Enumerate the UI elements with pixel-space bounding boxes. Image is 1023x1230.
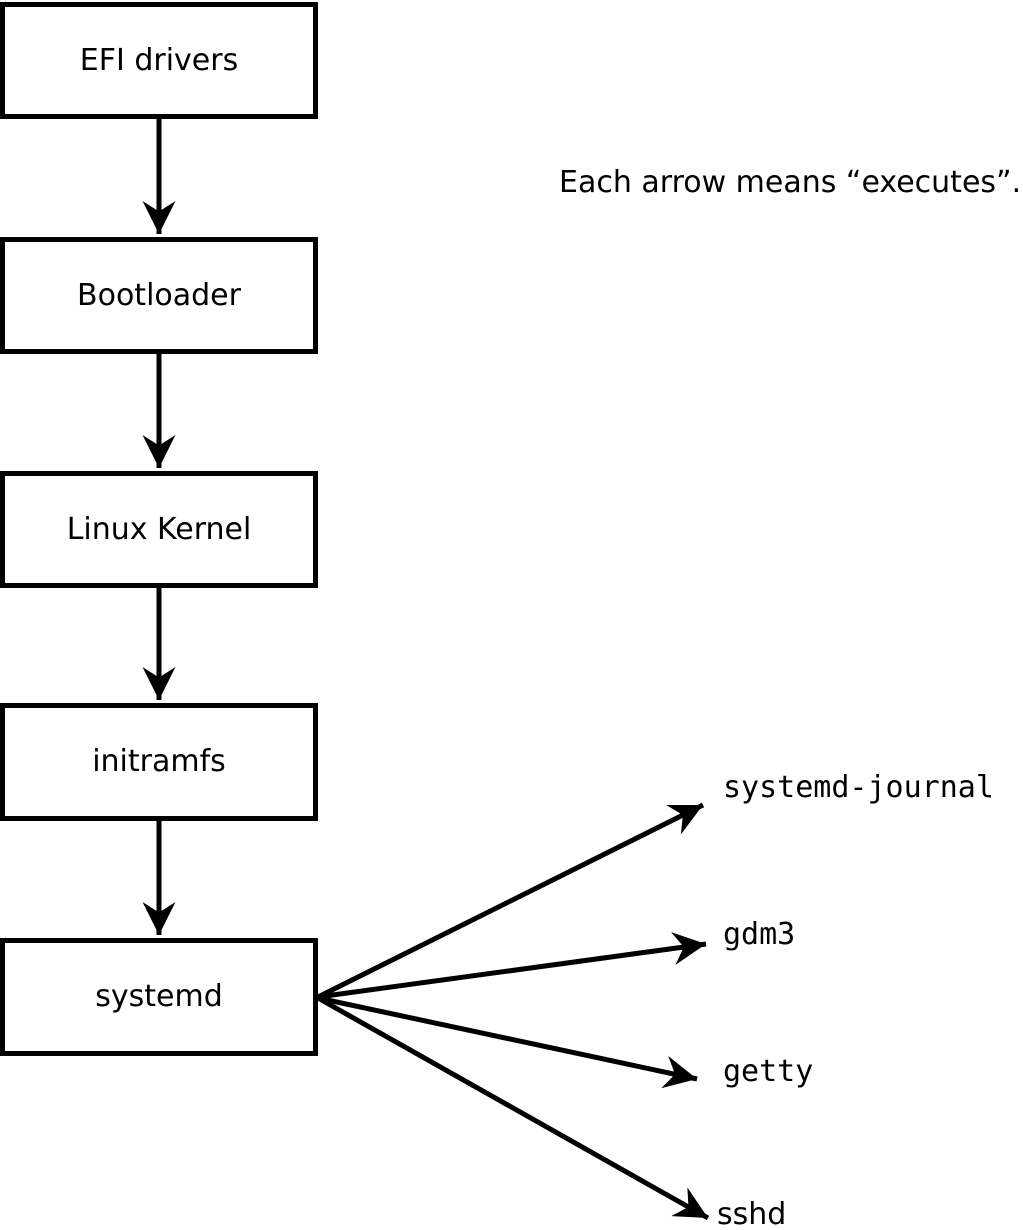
- node-systemd-label: systemd: [95, 979, 223, 1014]
- node-bootloader-label: Bootloader: [77, 277, 241, 313]
- node-linux-kernel: Linux Kernel: [0, 471, 318, 588]
- label-getty: getty: [723, 1054, 814, 1089]
- arrow-systemd-to-gdm3: [317, 932, 707, 1000]
- arrow-systemd-to-sshd: [316, 995, 710, 1221]
- arrow-systemd-to-journal: [316, 802, 705, 1000]
- node-efi-drivers: EFI drivers: [0, 2, 318, 119]
- node-linux-kernel-label: Linux Kernel: [66, 511, 252, 547]
- label-sshd: sshd: [717, 1197, 787, 1230]
- arrow-systemd-to-getty: [317, 995, 698, 1089]
- node-systemd: systemd: [0, 938, 318, 1056]
- label-systemd-journal: systemd-journal: [723, 770, 994, 805]
- note-arrow-meaning: Each arrow means “executes”.: [559, 165, 1022, 200]
- node-efi-drivers-label: EFI drivers: [79, 42, 239, 78]
- label-gdm3: gdm3: [723, 917, 796, 952]
- node-initramfs: initramfs: [0, 703, 318, 821]
- node-bootloader: Bootloader: [0, 237, 318, 354]
- node-initramfs-label: initramfs: [92, 744, 226, 779]
